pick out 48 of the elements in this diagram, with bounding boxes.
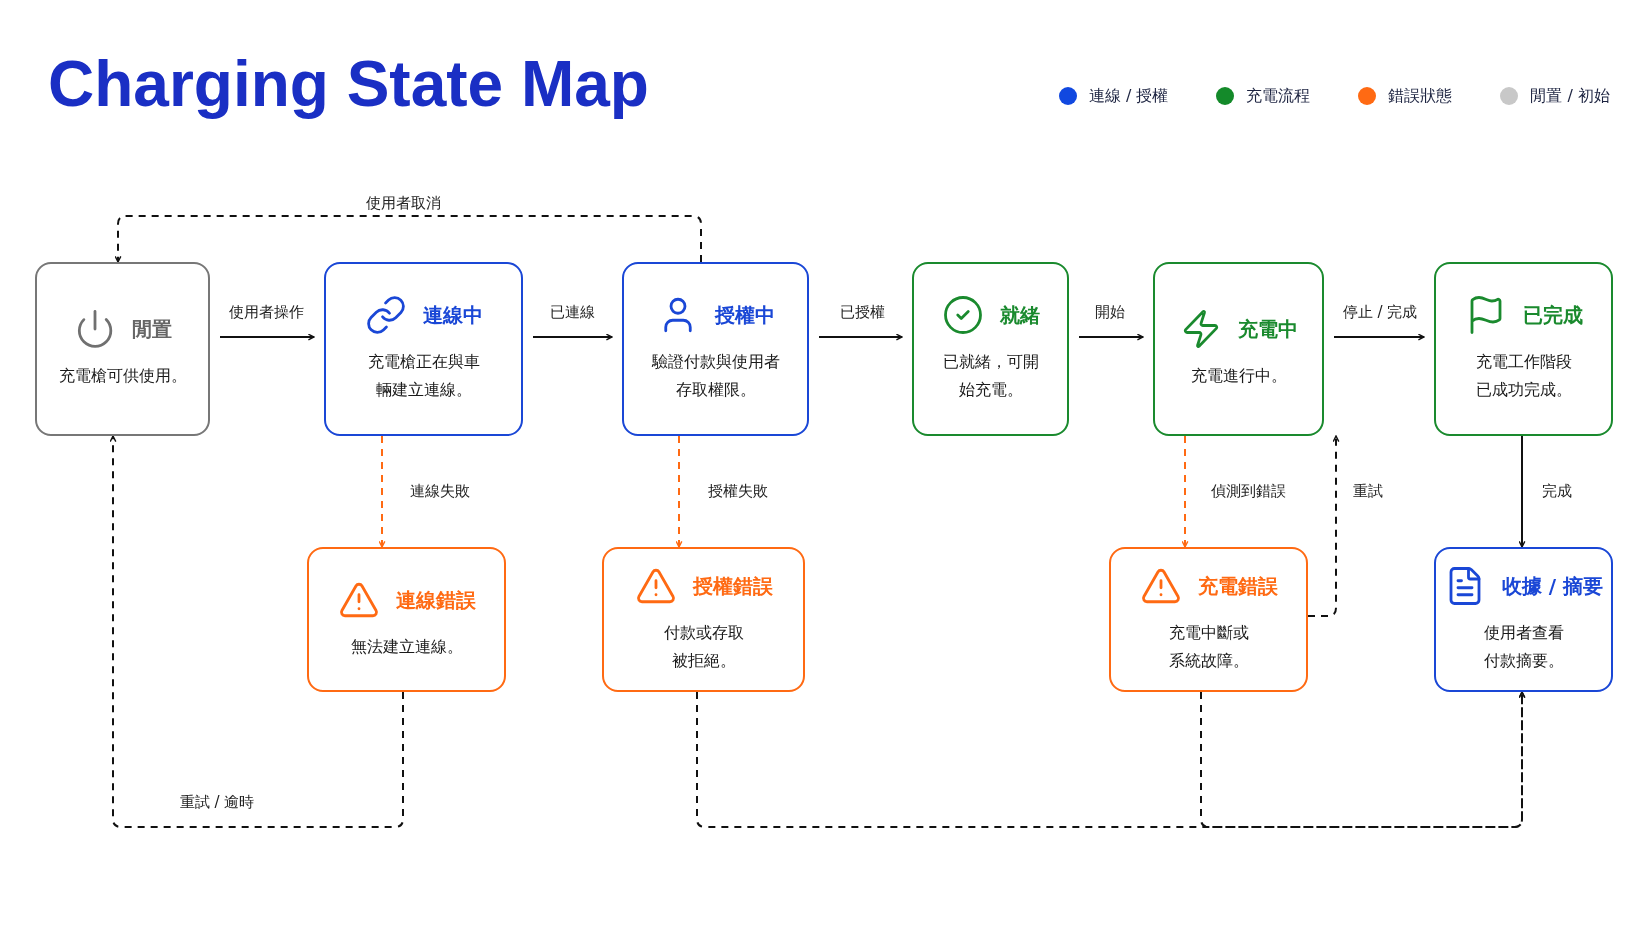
state-description: 使用者查看付款摘要。 [1482,621,1565,672]
state-card [622,262,809,436]
state-card [1434,547,1613,692]
state-card [602,547,805,692]
state-card [1434,262,1613,436]
state-title: 閒置 [131,316,172,343]
state-title: 授權中 [714,302,775,329]
state-title: 充電中 [1237,316,1298,343]
state-title: 收據 / 摘要 [1501,572,1604,600]
arrow [675,435,683,548]
arrow [1200,691,1526,828]
state-title: 授權錯誤 [692,572,773,600]
state-card [307,547,506,692]
state-description: 充電槍可供使用。 [57,365,188,387]
state-card [324,262,523,436]
arrow [1181,435,1189,548]
state-card [35,262,210,436]
state-title: 連線中 [422,302,483,329]
legend-label: 充電流程 [1246,85,1311,107]
arrow [1333,333,1425,341]
legend-label: 閒置 / 初始 [1530,85,1610,107]
state-description: 充電進行中。 [1189,365,1288,387]
arrow [818,333,903,341]
state-description: 充電工作階段已成功完成。 [1474,351,1573,401]
arrow [1078,333,1144,341]
state-title: 已完成 [1522,302,1583,329]
legend-label: 錯誤狀態 [1388,85,1453,107]
arrow [532,333,613,341]
arrow [114,215,702,263]
state-description: 付款或存取被拒絕。 [662,621,745,672]
arrow [696,691,1526,828]
state-description: 充電槍正在與車輛建立連線。 [366,351,481,401]
state-title: 充電錯誤 [1197,572,1278,600]
arrow [219,333,315,341]
state-description: 已就緒，可開始充電。 [941,351,1040,401]
state-card [1109,547,1308,692]
arrow [109,435,404,828]
arrow [1518,435,1526,548]
state-description: 無法建立連線。 [349,635,464,658]
state-description: 充電中斷或系統故障。 [1167,621,1250,672]
arrow [1307,435,1340,617]
state-card [1153,262,1324,436]
state-description: 驗證付款與使用者存取權限。 [650,351,781,401]
state-card [912,262,1069,436]
state-title: 就緒 [999,302,1040,329]
legend-label: 連線 / 授權 [1088,85,1169,107]
arrow [378,435,386,548]
state-title: 連線錯誤 [395,586,476,614]
